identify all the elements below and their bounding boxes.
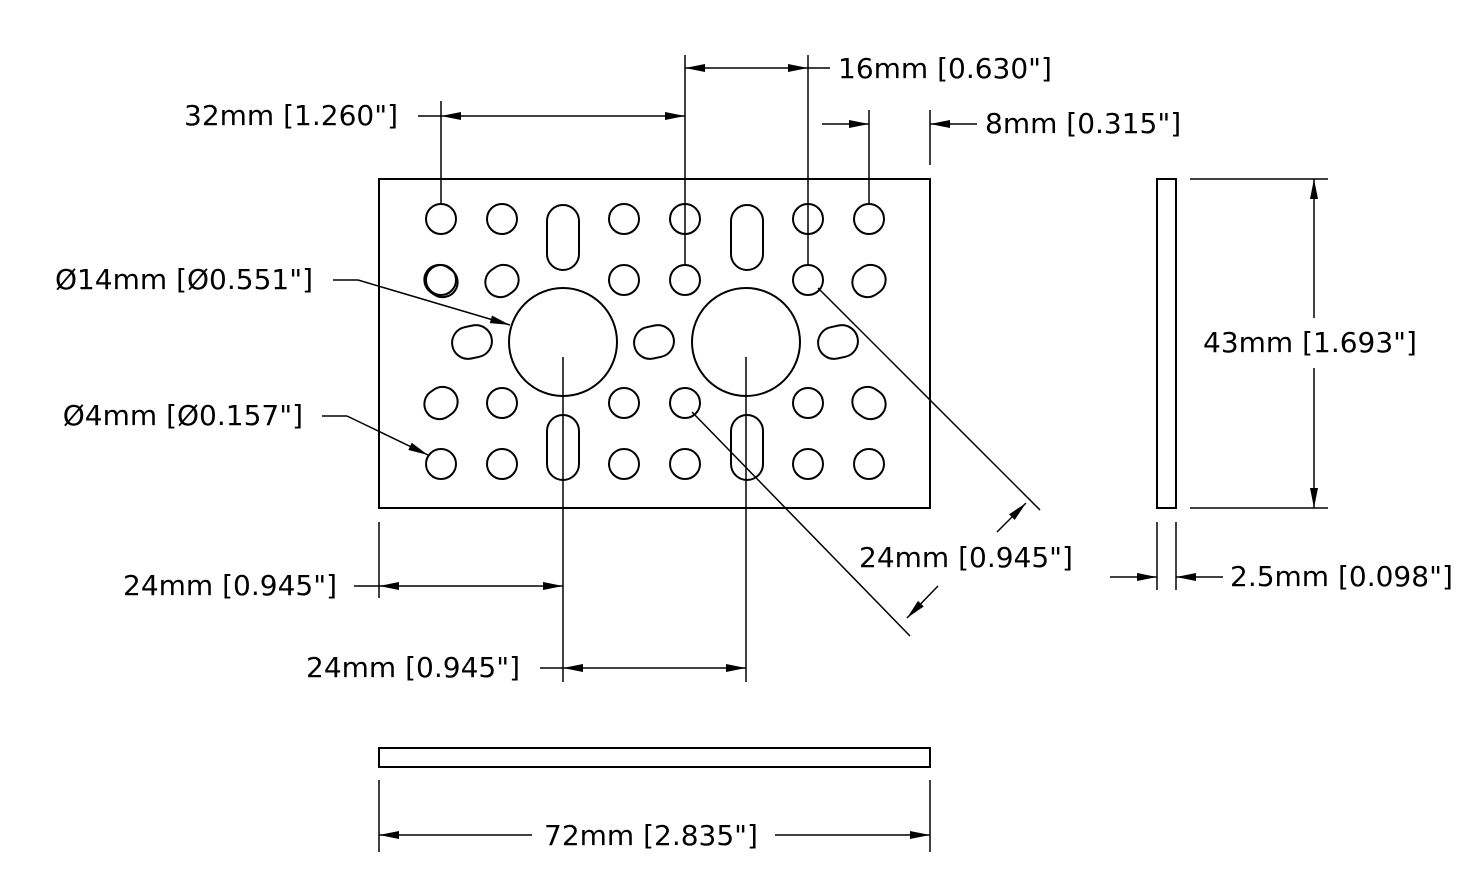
- tilted-slot: [423, 263, 459, 299]
- vertical-slot: [730, 414, 764, 481]
- dimension-8mm: 8mm [0.315"]: [822, 107, 1181, 204]
- dimension-2-5mm: 2.5mm [0.098"]: [1110, 522, 1453, 593]
- plate-outline: [378, 178, 931, 509]
- tilted-slot: [851, 263, 887, 299]
- dimension-72mm: 72mm [2.835"]: [378, 780, 931, 852]
- hole: [486, 203, 518, 235]
- dimension-label: 24mm [0.945"]: [859, 541, 1073, 574]
- dimension-label: 24mm [0.945"]: [123, 569, 337, 602]
- dimension-edge-to-center-24mm: 24mm [0.945"]: [123, 357, 564, 682]
- hole: [608, 264, 640, 296]
- dimension-diagonal-24mm: 24mm [0.945"]: [691, 287, 1073, 637]
- hole: [608, 387, 640, 419]
- dimension-label: 43mm [1.693"]: [1203, 326, 1417, 359]
- vertical-slot: [546, 204, 580, 271]
- dimension-32mm: 32mm [1.260"]: [184, 55, 686, 265]
- dimension-label: 24mm [0.945"]: [306, 651, 520, 684]
- hole: [486, 387, 518, 419]
- dimension-label: 32mm [1.260"]: [184, 99, 398, 132]
- dimension-label: Ø14mm [Ø0.551"]: [55, 263, 313, 296]
- hole: [853, 203, 885, 235]
- vertical-slot: [730, 204, 764, 271]
- long-slots: [546, 204, 764, 481]
- plate-side-view: [1156, 178, 1177, 509]
- hole: [608, 448, 640, 480]
- hole: [853, 448, 885, 480]
- hole: [425, 203, 457, 235]
- horizontal-slot: [451, 324, 493, 360]
- hole: [425, 448, 457, 480]
- horizontal-slot: [633, 324, 675, 360]
- dimension-16mm: 16mm [0.630"]: [685, 52, 1052, 265]
- hole: [486, 448, 518, 480]
- small-round-holes: [425, 203, 885, 480]
- horizontal-slot: [817, 324, 859, 360]
- dimension-center-to-center-24mm: 24mm [0.945"]: [306, 357, 747, 684]
- tilted-slot: [484, 263, 520, 299]
- hole: [669, 264, 701, 296]
- hole: [792, 387, 824, 419]
- dimension-43mm: 43mm [1.693"]: [1190, 178, 1417, 509]
- dimension-small-hole-diameter: Ø4mm [Ø0.157"]: [63, 399, 429, 456]
- hole: [669, 448, 701, 480]
- dimension-label: 8mm [0.315"]: [985, 107, 1181, 140]
- dimension-label: Ø4mm [Ø0.157"]: [63, 399, 303, 432]
- tilted-slot: [423, 385, 459, 421]
- tilted-slot: [851, 385, 887, 421]
- hole: [669, 387, 701, 419]
- large-holes: [508, 287, 801, 397]
- hole: [608, 203, 640, 235]
- plate-front-view: [378, 178, 931, 509]
- short-slots: [423, 263, 887, 421]
- dimension-label: 72mm [2.835"]: [544, 819, 758, 852]
- dimension-label: 2.5mm [0.098"]: [1230, 560, 1453, 593]
- dimension-large-hole-diameter: Ø14mm [Ø0.551"]: [55, 263, 511, 326]
- hole: [792, 264, 824, 296]
- dimension-label: 16mm [0.630"]: [838, 52, 1052, 85]
- hole: [792, 448, 824, 480]
- plate-bottom-view: [378, 747, 931, 768]
